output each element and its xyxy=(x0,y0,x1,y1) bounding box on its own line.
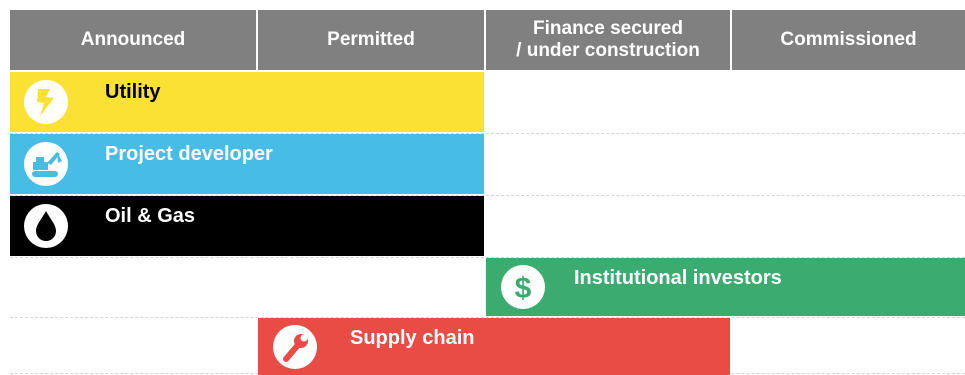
header-announced: Announced xyxy=(10,10,256,70)
header-permitted-label: Permitted xyxy=(327,29,415,50)
header-finance-line1: Finance secured xyxy=(533,18,683,39)
svg-text:$: $ xyxy=(515,272,532,305)
utility-label: Utility xyxy=(105,81,161,103)
oil-gas-label: Oil & Gas xyxy=(105,205,196,227)
utility-bar: Utility xyxy=(10,72,484,132)
header-commissioned: Commissioned xyxy=(732,10,965,70)
row-divider xyxy=(10,317,965,318)
oil-drop-icon xyxy=(24,204,68,248)
excavator-icon xyxy=(24,142,68,186)
project-developer-bar: Project developer xyxy=(10,134,484,194)
header-permitted: Permitted xyxy=(258,10,484,70)
lightning-bolt-icon xyxy=(24,80,68,124)
row-divider xyxy=(10,195,965,196)
supply-chain-label: Supply chain xyxy=(350,327,475,349)
header-announced-label: Announced xyxy=(80,29,186,50)
row-divider xyxy=(10,133,965,134)
project-developer-label: Project developer xyxy=(105,143,273,165)
header-finance: Finance secured / under construction xyxy=(486,10,730,70)
institutional-investors-label: Institutional investors xyxy=(574,267,782,289)
dollar-icon: $ xyxy=(501,265,545,309)
supply-chain-bar: Supply chain xyxy=(258,318,730,375)
oil-gas-bar: Oil & Gas xyxy=(10,196,484,256)
institutional-investors-bar: $ Institutional investors xyxy=(486,258,965,316)
header-finance-line2: / under construction xyxy=(516,40,700,61)
wrench-icon xyxy=(273,325,317,369)
header-commissioned-label: Commissioned xyxy=(780,29,917,50)
row-divider xyxy=(10,257,965,258)
